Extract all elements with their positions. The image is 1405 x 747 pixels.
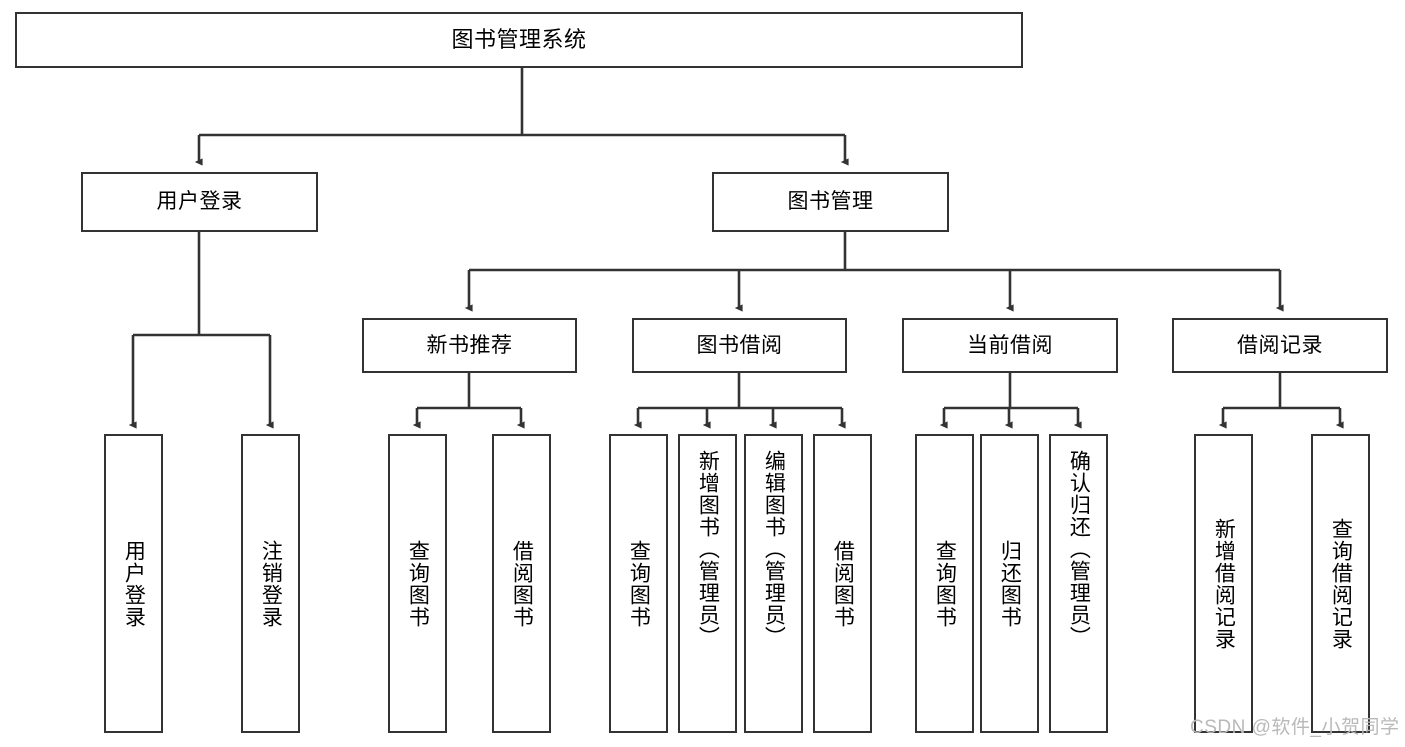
node-current-borrowing[interactable]: 当前借阅	[902, 318, 1118, 373]
node-label: 借阅记录	[1237, 333, 1323, 357]
leaf-records-add-record[interactable]: 新增借阅记录	[1194, 434, 1253, 733]
node-label: 用户登录	[156, 190, 243, 214]
node-label: 编辑图书（管理员）	[762, 450, 786, 648]
node-label: 归还图书	[998, 539, 1022, 628]
leaf-user-login-sign-out[interactable]: 注销登录	[241, 434, 300, 733]
node-label: 注销登录	[259, 539, 283, 628]
leaf-borrow-query-books[interactable]: 查询图书	[609, 434, 668, 733]
node-label: 查询图书	[933, 539, 957, 628]
leaf-new-book-query-books[interactable]: 查询图书	[388, 434, 447, 733]
leaf-current-confirm-return-admin[interactable]: 确认归还（管理员）	[1049, 434, 1108, 733]
node-root-book-management-system[interactable]: 图书管理系统	[15, 12, 1023, 68]
node-borrowing-records[interactable]: 借阅记录	[1172, 318, 1388, 373]
leaf-records-query-record[interactable]: 查询借阅记录	[1311, 434, 1370, 733]
node-new-book-recommendation[interactable]: 新书推荐	[362, 318, 577, 373]
leaf-borrow-add-book-admin[interactable]: 新增图书（管理员）	[678, 434, 737, 733]
node-label: 借阅图书	[510, 539, 534, 628]
node-label: 查询图书	[627, 539, 651, 628]
node-label: 确认归还（管理员）	[1067, 450, 1091, 648]
leaf-current-return-books[interactable]: 归还图书	[980, 434, 1039, 733]
node-label: 图书管理	[787, 190, 874, 214]
node-label: 用户登录	[122, 539, 146, 628]
node-label: 图书借阅	[696, 333, 783, 357]
csdn-watermark: CSDN @软件_小贺同学	[1190, 717, 1400, 738]
node-label: 查询借阅记录	[1329, 517, 1353, 650]
leaf-new-book-borrow-books[interactable]: 借阅图书	[492, 434, 551, 733]
leaf-user-login-sign-in[interactable]: 用户登录	[104, 434, 163, 733]
node-label: 查询图书	[406, 539, 430, 628]
node-label: 借阅图书	[831, 539, 855, 628]
node-label: 新书推荐	[426, 333, 513, 357]
leaf-borrow-edit-book-admin[interactable]: 编辑图书（管理员）	[744, 434, 803, 733]
node-label: 新增借阅记录	[1212, 517, 1236, 650]
node-book-borrowing[interactable]: 图书借阅	[632, 318, 847, 373]
node-label: 新增图书（管理员）	[696, 450, 720, 648]
node-label: 图书管理系统	[451, 26, 587, 52]
node-book-management[interactable]: 图书管理	[712, 172, 949, 232]
leaf-current-query-books[interactable]: 查询图书	[915, 434, 974, 733]
node-label: 当前借阅	[967, 333, 1053, 357]
node-user-login[interactable]: 用户登录	[81, 172, 318, 232]
leaf-borrow-borrow-books[interactable]: 借阅图书	[813, 434, 872, 733]
